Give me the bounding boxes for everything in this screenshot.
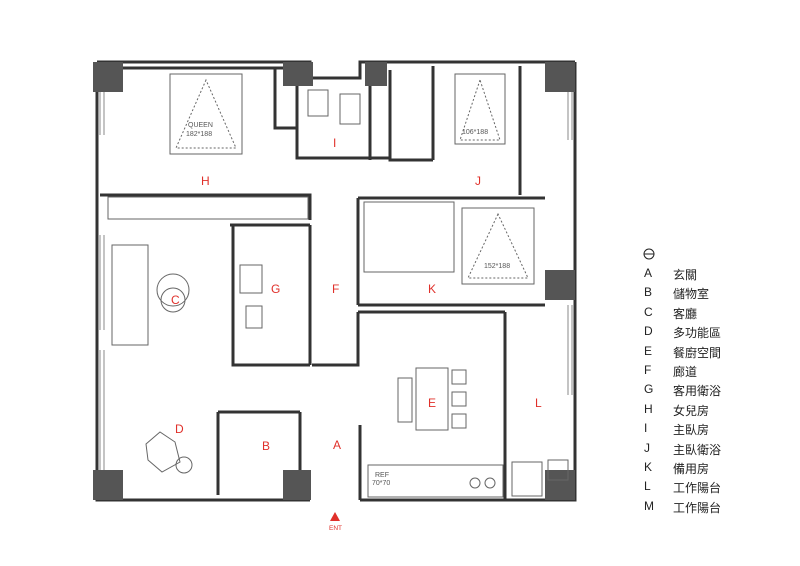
- legend-key: I: [644, 421, 648, 436]
- room-letter-c: C: [171, 293, 180, 307]
- legend-key: B: [644, 285, 653, 300]
- walls: [95, 60, 577, 502]
- legend-item: F 廊道: [640, 363, 780, 382]
- entrance-label: ENT: [329, 525, 342, 532]
- bed-k-size: 152*188: [484, 263, 510, 270]
- legend-key: L: [644, 479, 651, 494]
- legend-item: K 備用房: [640, 460, 780, 479]
- room-letter-f: F: [332, 282, 339, 296]
- legend-key: K: [644, 459, 653, 474]
- legend-item: L 工作陽台: [640, 479, 780, 498]
- bed-queen-label: QUEEN: [188, 122, 213, 129]
- legend-item: G 客用衛浴: [640, 382, 780, 401]
- legend-key: G: [644, 382, 654, 397]
- legend-value: 玄關: [673, 268, 698, 282]
- north-arrow-icon: [643, 248, 655, 260]
- bed-queen-size: 182*188: [186, 131, 212, 138]
- legend-value: 客用衛浴: [673, 384, 722, 399]
- legend-value: 備用房: [673, 461, 710, 476]
- bed-j-size: 106*188: [462, 129, 488, 136]
- fridge-size: 70*70: [372, 480, 390, 487]
- legend-key: E: [644, 343, 653, 358]
- room-letter-a: A: [333, 438, 341, 452]
- legend-value: 主臥衛浴: [673, 442, 722, 457]
- legend-key: C: [644, 304, 653, 319]
- legend-item: E 餐廚空間: [640, 344, 780, 363]
- legend-item: B 儲物室: [640, 285, 780, 304]
- legend-value: 儲物室: [673, 287, 710, 302]
- legend-key: F: [644, 362, 652, 377]
- room-letter-d: D: [175, 422, 184, 436]
- furniture: [107, 73, 569, 498]
- legend-value: 女兒房: [673, 403, 710, 418]
- room-letter-b: B: [262, 439, 270, 453]
- windows: [99, 92, 573, 470]
- room-letter-e: E: [428, 396, 436, 410]
- room-letter-k: K: [428, 282, 436, 296]
- legend-key: H: [644, 401, 653, 416]
- legend-item: M 工作陽台: [640, 499, 780, 518]
- legend-value: 工作陽台: [673, 500, 722, 515]
- legend-value: 工作陽台: [673, 481, 722, 496]
- legend-key: A: [644, 266, 653, 280]
- room-letter-l: L: [535, 396, 542, 410]
- room-letter-j: J: [475, 174, 481, 188]
- legend-key: D: [644, 324, 653, 339]
- legend-value: 多功能區: [673, 326, 722, 341]
- room-letter-h: H: [201, 174, 210, 188]
- legend-item: H 女兒房: [640, 402, 780, 421]
- legend-key: J: [644, 440, 650, 455]
- legend-key: M: [644, 498, 654, 513]
- columns: [93, 62, 575, 500]
- legend-value: 主臥房: [673, 423, 710, 438]
- legend-item: J 主臥衛浴: [640, 441, 780, 460]
- fridge-label: REF: [375, 472, 389, 479]
- legend-value: 餐廚空間: [673, 345, 722, 360]
- legend-value: 客廳: [673, 306, 698, 321]
- legend-value: 廊道: [673, 364, 698, 379]
- entrance-arrow-icon: [330, 512, 340, 521]
- legend-item: A 玄關: [640, 266, 780, 285]
- room-letter-i: I: [333, 136, 336, 150]
- legend-item: C 客廳: [640, 305, 780, 324]
- room-letter-g: G: [271, 282, 280, 296]
- legend-item: D 多功能區: [640, 324, 780, 343]
- legend-item: I 主臥房: [640, 421, 780, 440]
